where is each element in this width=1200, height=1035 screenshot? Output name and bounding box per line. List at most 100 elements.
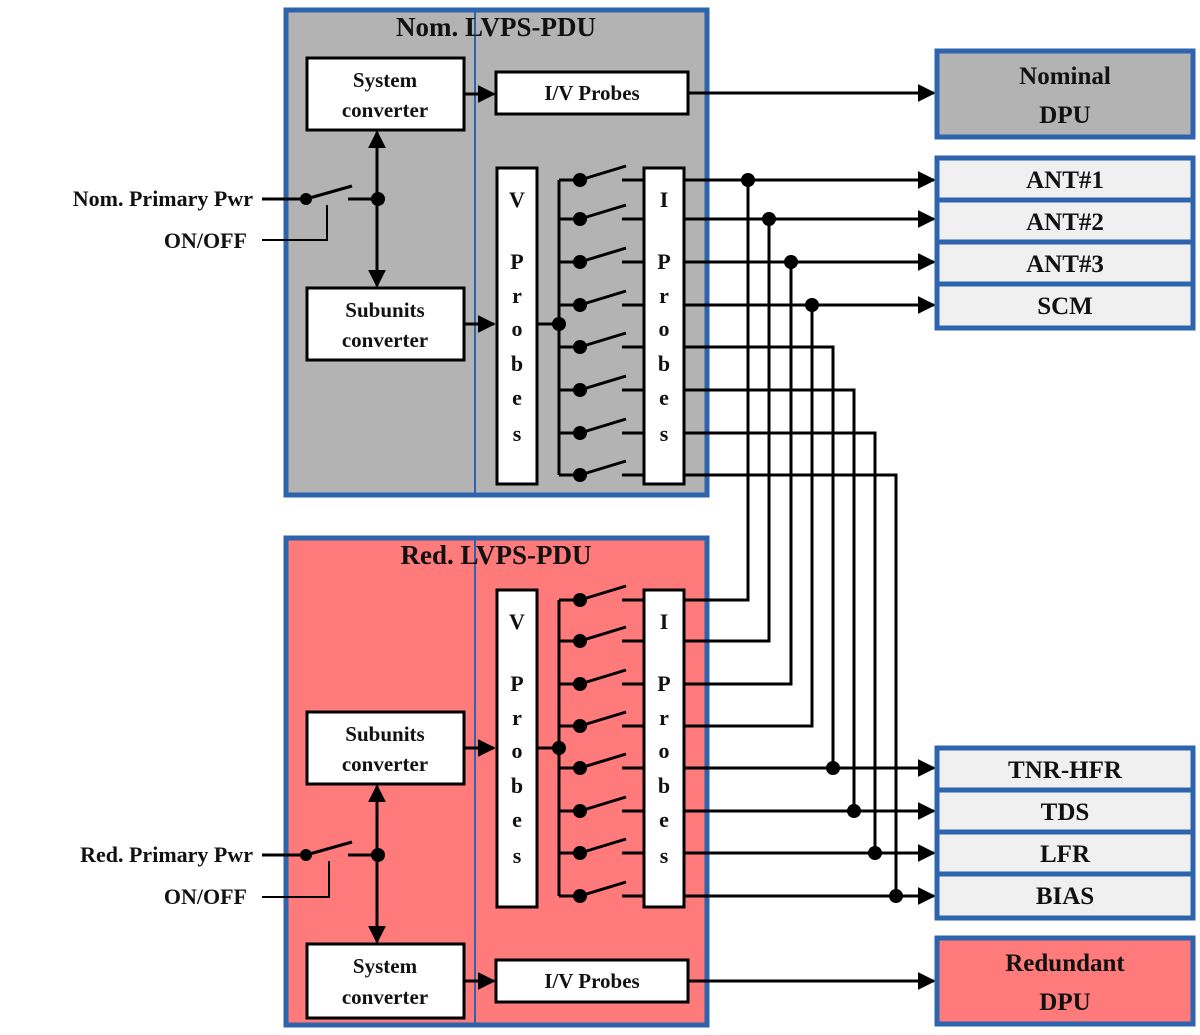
channel-switch[interactable] (559, 203, 644, 226)
probe-letter: s (660, 843, 669, 868)
probe-letter: r (512, 283, 522, 308)
load-scm: SCM (937, 281, 1193, 320)
redundant-iv-probes: I/V Probes (494, 958, 690, 1004)
load-label: TNR-HFR (1008, 757, 1123, 784)
probe-letter: o (512, 316, 523, 341)
load-lfr: LFR (937, 829, 1193, 868)
label: I/V Probes (544, 969, 639, 993)
channel-switch[interactable] (559, 417, 644, 440)
bottom-loads-group: TNR-HFR TDS LFR BIAS (934, 745, 1196, 921)
label: converter (342, 752, 428, 776)
channel-switch[interactable] (559, 625, 644, 648)
load-ant-2: ANT#2 (937, 197, 1193, 236)
nominal-v-probes: V Probes (495, 166, 539, 486)
probe-letter: I (660, 609, 669, 634)
probe-letter: e (512, 385, 522, 410)
redundant-subunits-converter: Subunits converter (305, 710, 466, 786)
label: Subunits (345, 722, 424, 746)
probe-letter: V (509, 609, 525, 634)
load-label: ANT#1 (1026, 167, 1104, 194)
label: System (353, 954, 418, 978)
nominal-lvps-pdu: Nom. LVPS-PDU System converter I/V Probe… (283, 7, 710, 498)
input-label: Nom. Primary Pwr (73, 186, 253, 211)
probe-letter: r (659, 705, 669, 730)
load-feed-bottom-1 (684, 345, 936, 777)
channel-switch[interactable] (559, 710, 644, 733)
cross-strapping-wiring (684, 171, 936, 905)
input-switch-blade[interactable] (305, 840, 353, 857)
probe-letter: s (513, 843, 522, 868)
probe-letter: I (660, 187, 669, 212)
onoff-label: ON/OFF (164, 884, 247, 909)
nominal-system-converter: System converter (305, 56, 466, 132)
label: converter (342, 328, 428, 352)
redundant-lvps-pdu: Red. LVPS-PDU Subunits converter System … (283, 535, 710, 1028)
channel-switch[interactable] (559, 374, 644, 397)
channel-switch[interactable] (559, 668, 644, 691)
probe-letter: b (658, 773, 670, 798)
probe-letter: o (659, 316, 670, 341)
nominal-switch-bank (537, 164, 644, 482)
load-feed-bottom-2 (684, 388, 936, 820)
redundant-primary-input: Red. Primary Pwr ON/OFF (80, 840, 385, 909)
probe-letter: e (512, 807, 522, 832)
channel-switch[interactable] (559, 331, 644, 354)
probe-letter: e (659, 385, 669, 410)
load-bias: BIAS (937, 871, 1193, 910)
redundant-dpu: Redundant DPU (934, 935, 1196, 1027)
load-label: LFR (1040, 841, 1091, 868)
load-label: ANT#2 (1026, 209, 1104, 236)
channel-switch[interactable] (559, 795, 644, 818)
load-tds: TDS (937, 787, 1193, 826)
nominal-primary-input: Nom. Primary Pwr ON/OFF (73, 184, 385, 253)
input-switch-blade[interactable] (305, 184, 353, 201)
channel-switch[interactable] (559, 752, 644, 775)
nominal-dpu: Nominal DPU (934, 48, 1196, 140)
probe-letter: r (659, 283, 669, 308)
load-feed-bottom-4 (684, 473, 936, 905)
label: converter (342, 985, 428, 1009)
probe-letter: s (513, 421, 522, 446)
probe-letter: s (660, 421, 669, 446)
probe-letter: b (658, 351, 670, 376)
label: System (353, 68, 418, 92)
label: I/V Probes (544, 81, 639, 105)
probe-letter: o (659, 738, 670, 763)
label: Nominal (1019, 63, 1111, 90)
load-ant-1: ANT#1 (1026, 167, 1104, 194)
load-label: ANT#3 (1026, 251, 1104, 278)
load-label: TDS (1041, 799, 1090, 826)
redundant-unit-title: Red. LVPS-PDU (400, 540, 591, 570)
channel-switch[interactable] (559, 164, 644, 187)
load-label: SCM (1037, 293, 1093, 320)
load-feed-bottom-3 (684, 431, 936, 862)
probe-letter: o (512, 738, 523, 763)
channel-switch[interactable] (559, 459, 644, 482)
probe-letter: P (510, 671, 523, 696)
channel-switch[interactable] (559, 246, 644, 269)
nominal-unit-title: Nom. LVPS-PDU (396, 12, 596, 42)
probe-letter: r (512, 705, 522, 730)
label: DPU (1039, 989, 1090, 1016)
onoff-label: ON/OFF (164, 228, 247, 253)
load-feed-top-1 (684, 171, 936, 602)
channel-switch[interactable] (559, 837, 644, 860)
probe-letter: P (510, 249, 523, 274)
probe-letter: b (511, 773, 523, 798)
probe-letter: e (659, 807, 669, 832)
channel-switch[interactable] (559, 880, 644, 903)
probe-letter: P (657, 249, 670, 274)
label: Redundant (1005, 950, 1125, 977)
nominal-iv-probes: I/V Probes (494, 70, 690, 116)
nominal-i-probes: I Probes (642, 166, 686, 486)
probe-letter: V (509, 187, 525, 212)
redundant-system-converter: System converter (305, 942, 466, 1020)
channel-switch[interactable] (559, 289, 644, 312)
load-feed-top-2 (684, 210, 936, 643)
nominal-subunits-converter: Subunits converter (305, 286, 466, 362)
probe-letter: b (511, 351, 523, 376)
label: Subunits (345, 298, 424, 322)
channel-switch[interactable] (559, 584, 644, 607)
